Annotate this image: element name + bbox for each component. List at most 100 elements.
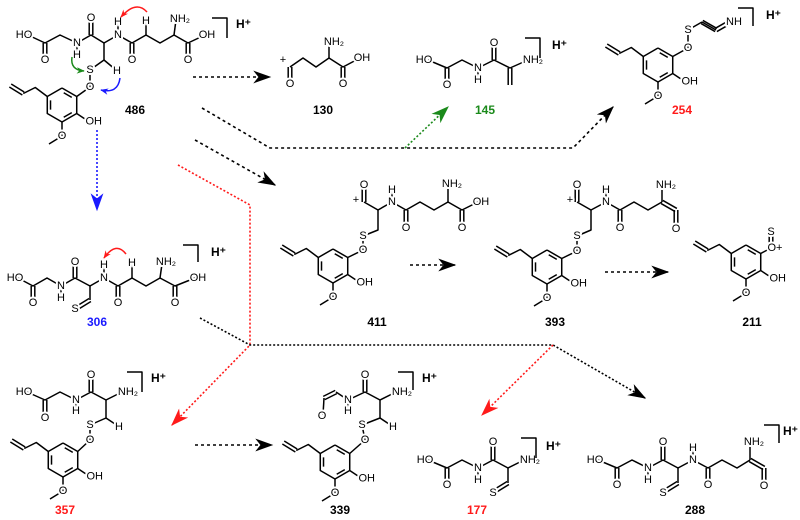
charge-label: H⁺ <box>783 424 798 438</box>
aromatic-bond <box>334 253 344 260</box>
compound-label-357: 357 <box>55 503 75 517</box>
backbone <box>576 201 663 211</box>
aromatic-bond <box>336 449 346 456</box>
methoxy <box>533 284 548 307</box>
double-bond <box>324 392 338 401</box>
atom-ho: HO <box>416 54 433 66</box>
double-bond <box>604 46 619 56</box>
atom-o: O <box>86 434 95 446</box>
thioether-link <box>672 21 703 58</box>
amino-group: NH₂ <box>392 386 412 398</box>
arrow-306-to-288 <box>199 317 647 399</box>
methoxy <box>321 479 336 502</box>
bracket <box>398 371 414 390</box>
allyl-chain <box>295 443 321 455</box>
atom-s: S <box>684 24 691 36</box>
double-bond <box>9 441 24 451</box>
bond <box>760 269 771 278</box>
atom-h: H <box>142 15 150 27</box>
atom-o: O <box>87 12 96 24</box>
atom-h: H <box>114 16 122 28</box>
double-bond <box>493 248 508 258</box>
atom-o: O <box>286 78 295 90</box>
backbone <box>289 57 361 68</box>
aromatic-bond <box>548 254 558 261</box>
charge-label: H⁺ <box>552 38 567 52</box>
double-bond <box>8 86 23 96</box>
atom-o: O <box>114 297 123 309</box>
hydroxyl: OH <box>681 76 698 88</box>
double-bond <box>11 438 26 448</box>
atom-o: O <box>659 436 668 448</box>
atom-n: N <box>602 196 610 208</box>
double-bond <box>281 244 296 254</box>
double-bond <box>662 199 678 210</box>
allyl-chain <box>23 441 49 453</box>
atom-o: O <box>339 78 348 90</box>
methoxy-oxygen: O <box>331 487 340 499</box>
bracket <box>127 371 143 392</box>
aromatic-bond <box>64 466 74 473</box>
bond <box>76 112 87 121</box>
atom-o: O <box>458 222 467 234</box>
atom-h: H <box>73 49 81 61</box>
compound-label-211: 211 <box>742 315 762 329</box>
bond <box>561 274 572 283</box>
cation-charge: + <box>280 54 286 66</box>
amino-group: NH₂ <box>523 54 543 66</box>
bond <box>77 467 88 476</box>
thioether-link <box>561 210 592 260</box>
atom-oh: OH <box>473 196 490 208</box>
allyl-chain <box>507 248 533 260</box>
hydroxyl: OH <box>356 277 373 289</box>
double-bond <box>495 245 510 255</box>
atom-h: H <box>388 184 396 196</box>
allyl-chain <box>618 46 644 58</box>
hydroxyl: OH <box>358 473 375 485</box>
atom-o: O <box>489 436 498 448</box>
bracket <box>738 7 754 26</box>
thioether-link <box>77 400 107 453</box>
charge-label: H⁺ <box>236 17 251 31</box>
atom-oh: OH <box>354 52 371 64</box>
compound-label-339: 339 <box>330 503 350 517</box>
charge-label: H⁺ <box>211 245 226 259</box>
atom-ho: HO <box>16 386 33 398</box>
atom-h: H <box>344 405 352 417</box>
bond <box>322 397 325 416</box>
atom-o: O <box>29 297 38 309</box>
double-bond <box>663 480 678 491</box>
double-bond <box>493 480 508 491</box>
atom-o: O <box>704 479 713 491</box>
bracket <box>183 244 199 262</box>
atom-h: H <box>100 259 108 271</box>
compound-label-145: 145 <box>475 103 495 117</box>
bond <box>103 59 117 71</box>
hydroxyl: OH <box>86 471 103 483</box>
atom-s: S <box>659 487 666 499</box>
compound-label-486: 486 <box>125 103 145 117</box>
methoxy <box>732 279 747 302</box>
hydroxyl: OH <box>85 116 102 128</box>
atom-o: O <box>684 42 693 54</box>
charge-label: H⁺ <box>546 439 561 453</box>
amino-group: NH₂ <box>118 386 138 398</box>
methoxy <box>319 283 334 306</box>
methoxy-oxygen: O <box>742 287 751 299</box>
thioether-link <box>349 400 381 455</box>
double-bond <box>700 22 716 33</box>
imine-group: NH <box>726 16 742 28</box>
atom-h: H <box>689 442 697 454</box>
backbone <box>363 201 479 211</box>
aromatic-bond <box>334 272 344 279</box>
arrow-486-to-254 <box>201 106 614 149</box>
atom-o: O <box>672 223 681 235</box>
atom-n: N <box>644 462 652 474</box>
curved-arrow-green <box>71 56 85 74</box>
amino-group: NH₂ <box>324 36 344 48</box>
atom-o: O <box>573 245 582 257</box>
